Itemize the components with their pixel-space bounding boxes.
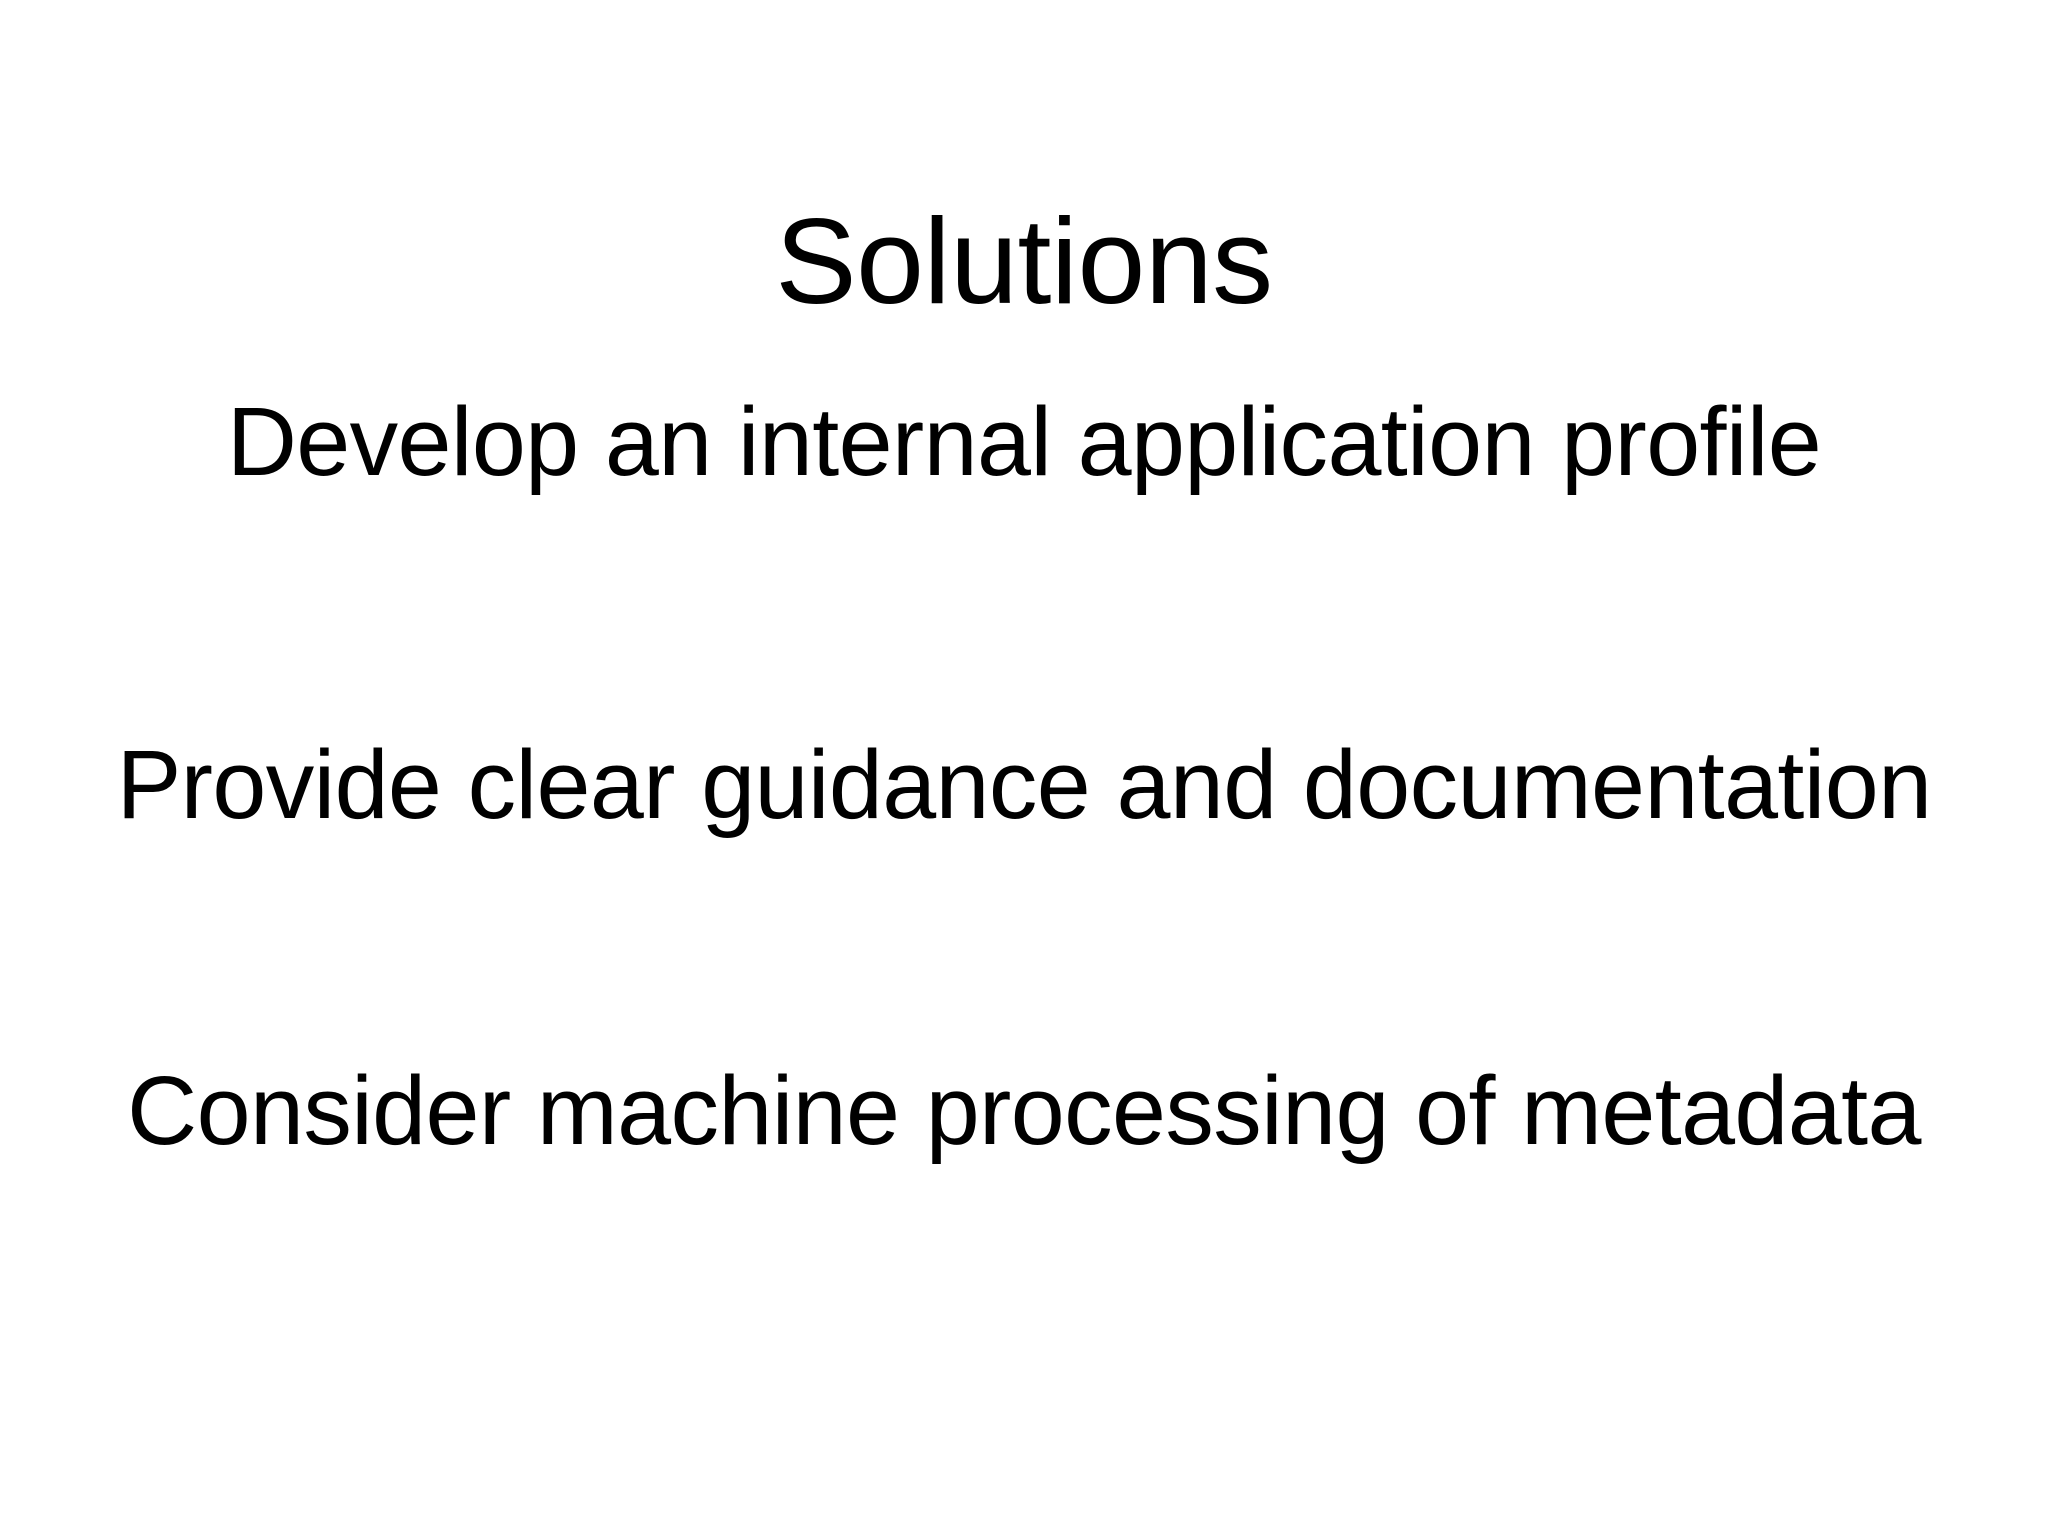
slide-body: Develop an internal application profile … [96, 372, 1952, 1181]
body-block-1: Develop an internal application profile [226, 387, 1822, 496]
body-block-3: Consider machine processing of metadata [127, 1056, 1921, 1165]
body-block-2: Provide clear guidance and documentation [116, 730, 1932, 839]
page-title: Solutions [775, 192, 1273, 329]
